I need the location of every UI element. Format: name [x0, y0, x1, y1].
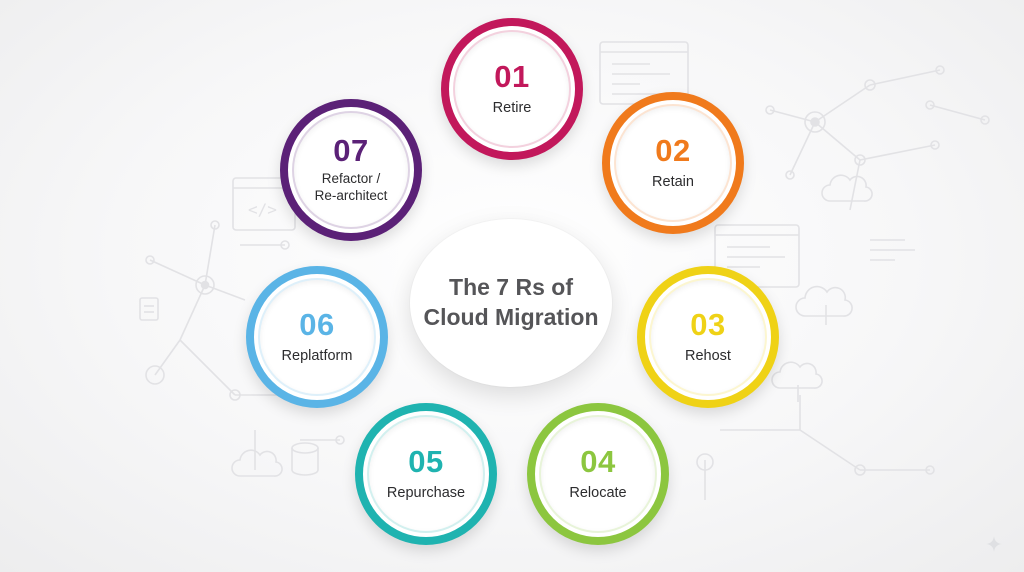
step-label-line: Retain [652, 173, 694, 190]
step-label: Repurchase [387, 484, 465, 502]
step-label-line: Repurchase [386, 484, 466, 501]
step-label-line: Relocate [569, 484, 627, 501]
diagram-title-line-2: Cloud Migration [423, 304, 599, 330]
step-label: Relocate [569, 484, 626, 502]
sparkle-icon [986, 536, 1002, 552]
diagram-title: The 7 Rs of Cloud Migration [410, 219, 612, 387]
step-number: 05 [408, 443, 444, 479]
step-number: 06 [299, 306, 335, 342]
step-label: Rehost [685, 347, 731, 365]
step-label: Replatform [282, 347, 353, 365]
step-label: Retire [493, 99, 532, 117]
step-label-line-2: Re-architect [314, 188, 388, 203]
step-number: 01 [494, 58, 530, 94]
step-label: Refactor /Re-architect [315, 171, 388, 205]
step-label-line: Replatform [281, 347, 353, 364]
step-label-line: Retire [492, 99, 532, 116]
step-label-line: Refactor / [321, 171, 381, 187]
step-number: 02 [655, 132, 691, 168]
step-number: 04 [580, 443, 616, 479]
svg-text:</>: </> [248, 200, 277, 219]
step-label: Retain [652, 173, 694, 191]
step-number: 03 [690, 306, 726, 342]
step-number: 07 [333, 133, 369, 169]
diagram-title-line-1: The 7 Rs of [449, 274, 573, 301]
step-label-line: Rehost [685, 347, 731, 364]
